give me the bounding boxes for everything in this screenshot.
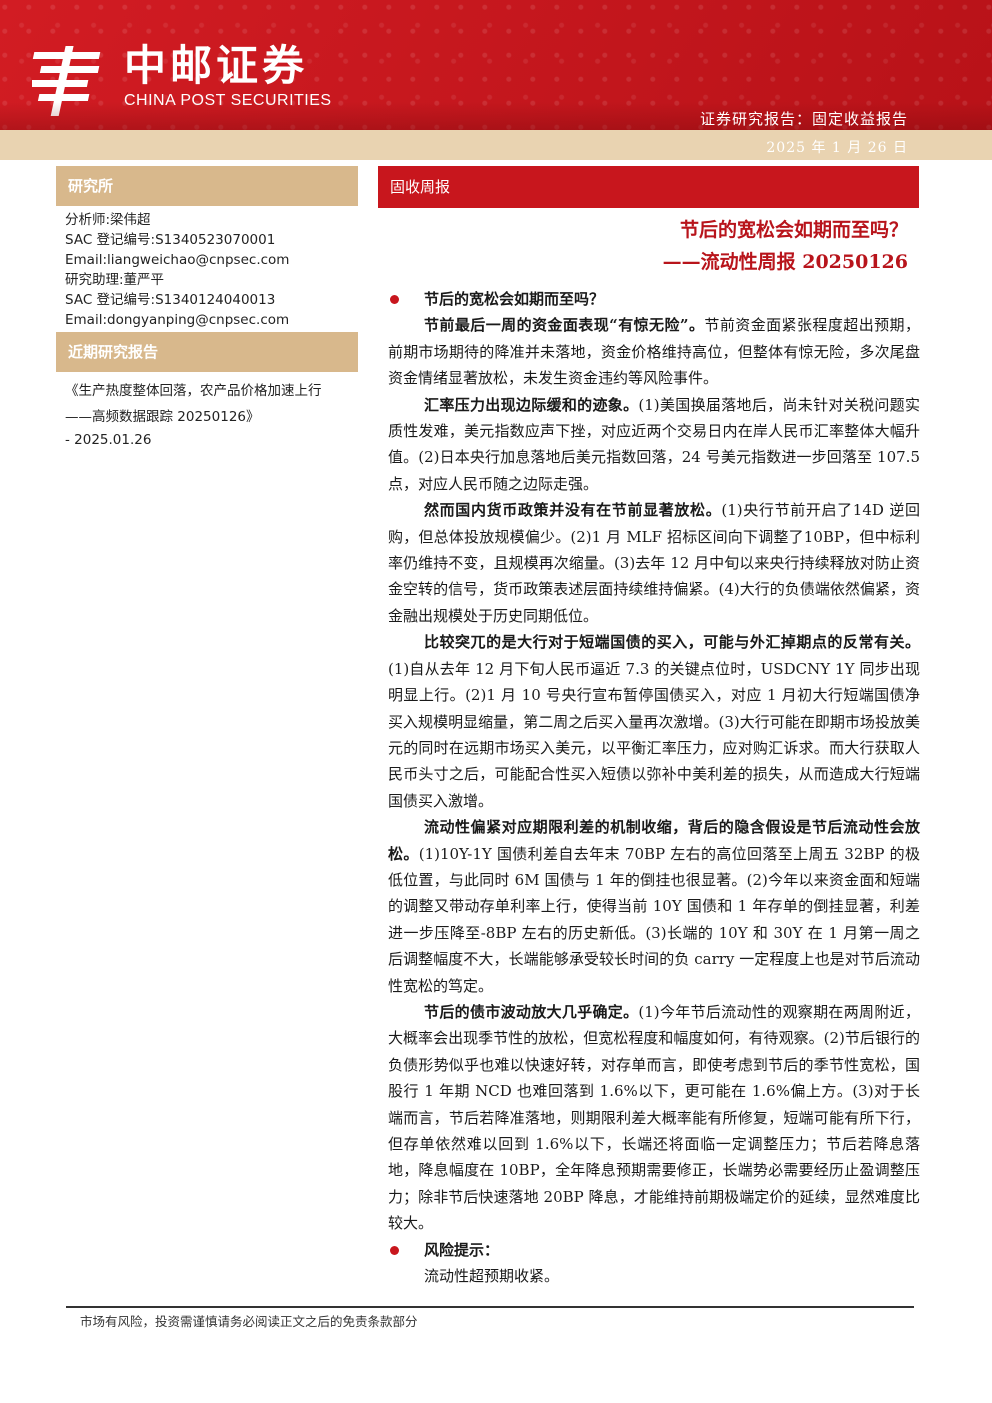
analyst-email[interactable]: Email:liangweichao@cnpsec.com (65, 252, 290, 268)
recent-report-title[interactable]: 《生产热度整体回落，农产品价格加速上行——高频数据跟踪 20250126》 (65, 383, 322, 425)
paragraph: 比较突兀的是大行对于短端国债的买入，可能与外汇掉期点的反常有关。(1)自从去年 … (388, 633, 920, 810)
paragraph: 节前最后一周的资金面表现“有惊无险”。节前资金面紧张程度超出预期，前期市场期待的… (388, 316, 920, 388)
report-title: 节后的宽松会如期而至吗？ (679, 219, 908, 241)
report-subtitle: ——流动性周报 20250126 (662, 251, 908, 273)
paragraph: 节后的债市波动放大几乎确定。(1)今年节后流动性的观察期在两周附近，大概率会出现… (388, 1002, 920, 1233)
date-band (0, 130, 992, 160)
assistant-email[interactable]: Email:dongyanping@cnpsec.com (65, 312, 290, 328)
footer-disclaimer: 市场有风险，投资需谨慎请务必阅读正文之后的免责条款部分 (80, 1314, 418, 1329)
header-strip (0, 102, 992, 130)
logo-chinese-name: 中邮证券 (124, 41, 309, 90)
paragraph: 然而国内货币政策并没有在节前显著放松。(1)央行节前开启了14D 逆回购，但总体… (388, 501, 920, 625)
footer-divider (66, 1306, 914, 1308)
bullet-dot-icon (390, 1245, 399, 1255)
recent-report-date: - 2025.01.26 (65, 432, 152, 448)
section-heading: 节后的宽松会如期而至吗？ (388, 286, 920, 312)
risk-heading: 风险提示： (388, 1237, 920, 1263)
report-type: 证券研究报告：固定收益报告 (699, 110, 908, 128)
analyst-name: 分析师:梁伟超 (65, 212, 151, 228)
institute-label: 研究所 (56, 166, 358, 206)
china-post-logo-icon (32, 46, 101, 116)
report-date: 2025 年 1 月 26 日 (766, 140, 908, 156)
risk-text: 流动性超预期收紧。 (424, 1267, 560, 1286)
assistant-sac: SAC 登记编号:S1340124040013 (65, 292, 276, 308)
bullet-dot-icon (390, 295, 399, 304)
recent-reports-label: 近期研究报告 (56, 332, 358, 372)
logo-english-name: CHINA POST SECURITIES (124, 92, 332, 109)
paragraph: 流动性偏紧对应期限利差的机制收缩，背后的隐含假设是节后流动性会放松。(1)10Y… (388, 818, 920, 995)
category-bar: 固收周报 (378, 166, 919, 208)
paragraph: 汇率压力出现边际缓和的迹象。(1)美国换届落地后，尚未针对关税问题实质性发难，美… (388, 395, 920, 493)
report-body: 节后的宽松会如期而至吗？ 节前最后一周的资金面表现“有惊无险”。节前资金面紧张程… (388, 286, 920, 1289)
analyst-sac: SAC 登记编号:S1340523070001 (65, 232, 276, 248)
assistant-name: 研究助理:董严平 (65, 272, 165, 288)
page-header: 中邮证券 CHINA POST SECURITIES 证券研究报告：固定收益报告 (0, 0, 992, 130)
